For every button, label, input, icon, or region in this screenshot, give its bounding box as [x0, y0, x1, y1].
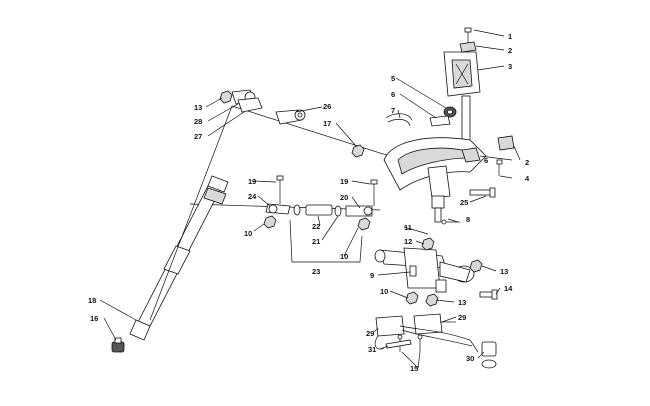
callout-19-left: 19 [248, 177, 256, 186]
screws-15-part [397, 334, 423, 352]
jam-nut-part [293, 204, 301, 216]
callout-29-right: 29 [458, 313, 466, 322]
switch-29-right-part [413, 313, 456, 335]
callout-7: 7 [391, 106, 395, 115]
bracket-block-part [435, 279, 447, 293]
steering-post-part [129, 105, 233, 341]
leader-lines [99, 29, 521, 369]
callout-22: 22 [312, 222, 320, 231]
nut-17-part [351, 144, 365, 158]
bolt-19-left-part [276, 175, 284, 204]
tie-strap-31-part [385, 339, 412, 349]
callout-3: 3 [508, 62, 512, 71]
steering-post-end-cap [111, 337, 125, 353]
nut-10-right-part [357, 217, 371, 231]
bolt-9-part [409, 265, 417, 277]
callout-20: 20 [340, 193, 348, 202]
callout-30: 30 [466, 354, 474, 363]
callout-17: 17 [323, 119, 331, 128]
callout-4: 4 [525, 174, 530, 183]
cap-2-lower-part [497, 135, 515, 151]
callout-11: 11 [404, 223, 412, 232]
clamp-6-lower-part [461, 147, 481, 163]
callout-26: 26 [323, 102, 331, 111]
jam-nut-21-part [334, 205, 342, 217]
callout-23: 23 [312, 267, 320, 276]
nut-10-lower-part [405, 291, 419, 305]
callout-10-left: 10 [244, 229, 252, 238]
callout-9: 9 [370, 271, 374, 280]
callout-24: 24 [248, 192, 257, 201]
nut-10-left-part [263, 215, 277, 229]
nut-12-part [421, 237, 435, 251]
rod-end-20-part [345, 205, 373, 217]
callout-2-lower: 2 [525, 158, 529, 167]
callout-12: 12 [404, 237, 412, 246]
callout-13-right: 13 [500, 267, 508, 276]
callout-31: 31 [368, 345, 376, 354]
callout-28: 28 [194, 117, 202, 126]
callout-2-upper: 2 [508, 46, 512, 55]
rod-end-left-part [219, 89, 263, 113]
steering-support-housing [383, 137, 487, 223]
callout-5: 5 [391, 74, 395, 83]
callout-10-lower: 10 [380, 287, 388, 296]
callout-6-lower: 6 [484, 156, 488, 165]
callout-27: 27 [194, 132, 202, 141]
handlebar-riser-part [443, 51, 481, 149]
bolt-4-part [496, 159, 503, 176]
callout-25: 25 [460, 198, 468, 207]
callout-8: 8 [466, 215, 470, 224]
wire-harness-part [399, 325, 479, 353]
group-bracket-23 [289, 219, 363, 263]
nut-13-right-part [469, 259, 483, 273]
bolt-14-part [479, 289, 498, 300]
callout-21: 21 [312, 237, 320, 246]
clamp-6-part [429, 115, 451, 127]
clip-7-part [385, 113, 413, 127]
callout-19-right: 19 [340, 177, 348, 186]
steering-arm-11-part [374, 247, 475, 289]
rod-end-24-part [265, 203, 291, 215]
cap-2-upper-part [459, 41, 477, 53]
callout-13-lower: 13 [458, 298, 466, 307]
callout-10-right: 10 [340, 252, 348, 261]
bolt-19-right-part [370, 179, 378, 206]
tie-rod-22-part [305, 204, 333, 216]
callout-29-left: 29 [366, 329, 374, 338]
tie-rod-end-upper-part [275, 109, 306, 125]
bolt-25-part [469, 187, 496, 198]
callout-16: 16 [90, 314, 98, 323]
switch-29-left-part [374, 315, 405, 350]
connector-30-part [481, 341, 497, 369]
callout-6-upper: 6 [391, 90, 395, 99]
callout-1: 1 [508, 32, 512, 41]
callout-18: 18 [88, 296, 96, 305]
bushing-5-part [443, 106, 457, 118]
callout-15: 15 [410, 364, 418, 373]
nut-13-lower-part [425, 293, 439, 307]
callout-14: 14 [504, 284, 513, 293]
bolt-1-part [464, 27, 472, 44]
callout-13-upper: 13 [194, 103, 202, 112]
callout-labels: 1 2 3 5 6 7 6 2 4 13 28 27 26 17 19 24 1… [88, 32, 530, 373]
